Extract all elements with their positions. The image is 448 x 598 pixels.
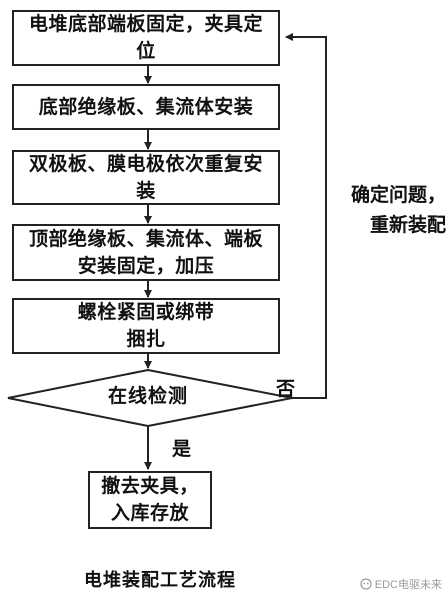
- step-install-top-endplate: 顶部绝缘板、集流体、端板安装固定，加压: [12, 224, 280, 281]
- step-remove-fixture-store: 撤去夹具，入库存放: [88, 471, 212, 529]
- wechat-icon: [360, 578, 372, 590]
- step-stack-bipolar-plates: 双极板、膜电极依次重复安装: [12, 150, 280, 205]
- branch-no-label: 否: [276, 378, 296, 400]
- diagram-caption: 电堆装配工艺流程: [84, 570, 236, 591]
- step-fix-bottom-endplate: 电堆底部端板固定，夹具定位: [12, 10, 280, 66]
- watermark-text: EDC电驱未来: [374, 579, 442, 591]
- feedback-note: 确定问题，重新装配: [350, 184, 446, 236]
- decision-label: 在线检测: [107, 384, 188, 407]
- branch-yes-label: 是: [172, 438, 192, 460]
- step-install-bottom-insulator: 底部绝缘板、集流体安装: [12, 84, 280, 130]
- watermark: EDC电驱未来: [360, 576, 442, 592]
- step-bolt-or-strap: 螺栓紧固或绑带捆扎: [12, 298, 280, 354]
- connector-no-feedback: [285, 33, 327, 399]
